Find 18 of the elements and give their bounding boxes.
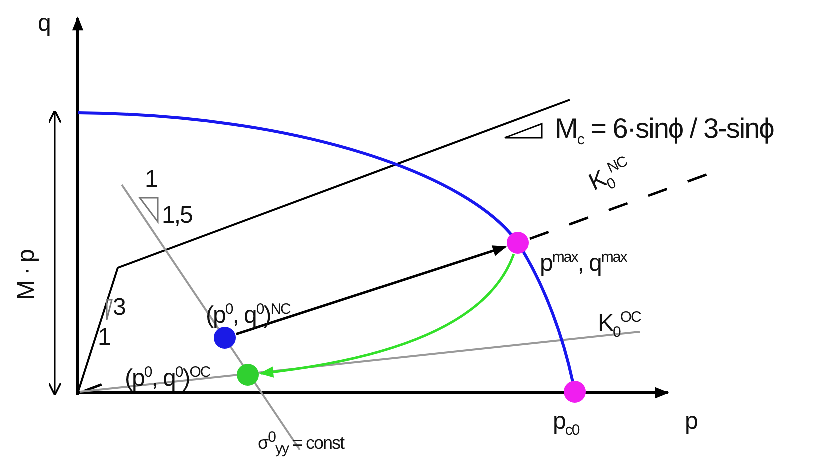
line-label: σ$^{0}$$_{yy}$ = const [258, 430, 344, 457]
data-point [506, 231, 530, 255]
point-label: p$^{max}$, q$^{max}$ [540, 250, 627, 276]
arrow [260, 254, 516, 378]
arrow [236, 246, 507, 336]
point-label: (p$^{0}$, q$^{0}$)$^{NC}$ [206, 302, 290, 328]
slope-label: 1,5 [162, 204, 192, 228]
formula-label: M$_{c}$ = 6·sinϕ / 3-sinϕ [555, 115, 774, 148]
slope-label: 1 [98, 326, 110, 350]
point-label: p$_{c0}$ [553, 410, 580, 438]
slope-label: 3 [113, 296, 126, 320]
data-point [563, 380, 587, 404]
dimension-label: M · p [15, 250, 39, 300]
data-point [236, 363, 260, 387]
data-point [213, 326, 237, 350]
slope-label: 1 [145, 168, 158, 192]
axis-label: q [38, 12, 50, 36]
axis-label: p [685, 410, 698, 434]
